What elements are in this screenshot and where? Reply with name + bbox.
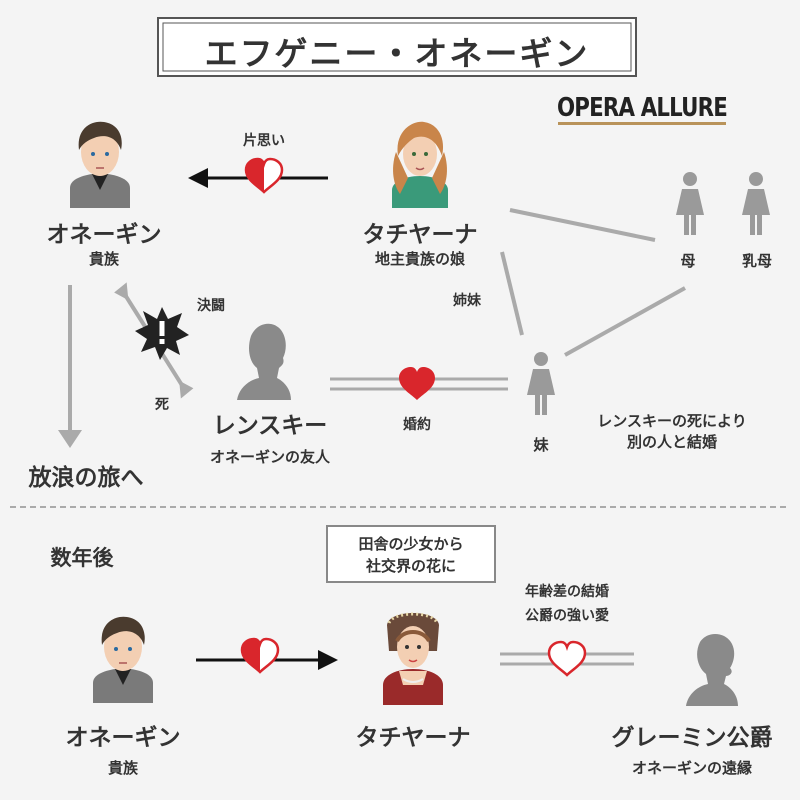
- outline-heart-icon: [547, 640, 587, 677]
- label-engaged: 婚約: [403, 417, 431, 433]
- onegin-avatar-bottom: [93, 616, 153, 703]
- sister-fate-line2: 別の人と結婚: [626, 433, 718, 451]
- onegin-name-bottom: オネーギン: [65, 725, 181, 751]
- onegin-role-bottom: 貴族: [107, 759, 139, 777]
- exile-arrow: [58, 285, 82, 448]
- half-heart-icon: [246, 159, 282, 192]
- lensky-role: オネーギンの友人: [209, 448, 331, 466]
- love-arrow: [196, 639, 338, 672]
- years-later-label: 数年後: [50, 546, 114, 570]
- mother-label: 母: [680, 252, 696, 270]
- tatiana-avatar-top: [392, 121, 448, 208]
- title-frame: [157, 17, 637, 77]
- label-siblings: 姉妹: [453, 293, 481, 309]
- tatiana-name-top: タチヤーナ: [362, 222, 478, 248]
- transform-line1: 田舎の少女から: [358, 535, 464, 553]
- gremin-silhouette: [686, 633, 738, 706]
- exile-label: 放浪の旅へ: [28, 465, 144, 491]
- duel-burst-icon: [135, 307, 189, 360]
- onegin-role-top: 貴族: [88, 250, 120, 268]
- label-unrequited: 片思い: [243, 133, 285, 149]
- sister-fate-line1: レンスキーの死により: [597, 412, 747, 430]
- lensky-name: レンスキー: [212, 413, 328, 439]
- marriage-line1: 年齢差の結婚: [525, 584, 609, 600]
- transform-line2: 社交界の花に: [365, 557, 457, 575]
- tatiana-avatar-bottom: [383, 612, 443, 705]
- unrequited-arrow: [188, 159, 328, 192]
- sister-label: 妹: [533, 436, 549, 454]
- onegin-name-top: オネーギン: [46, 222, 162, 248]
- tatiana-role-top: 地主貴族の娘: [374, 250, 466, 268]
- gremin-role: オネーギンの遠縁: [631, 759, 753, 777]
- nurse-icon: [742, 172, 770, 235]
- tatiana-name-bottom: タチヤーナ: [355, 725, 471, 751]
- label-duel: 決闘: [197, 298, 225, 314]
- page-title: エフゲニー・オネーギン: [204, 34, 590, 73]
- mother-icon: [676, 172, 704, 235]
- lensky-silhouette: [237, 323, 291, 400]
- label-death: 死: [155, 397, 169, 413]
- half-heart-icon-bottom: [242, 639, 278, 672]
- sister-icon: [527, 352, 555, 415]
- brand-logo: OPERA ALLURE: [556, 93, 728, 123]
- engagement-heart-icon: [399, 367, 435, 400]
- logo-underline: [558, 122, 726, 125]
- transform-box: [326, 525, 496, 583]
- nurse-label: 乳母: [741, 252, 773, 270]
- family-lines: [500, 208, 686, 357]
- gremin-name: グレーミン公爵: [611, 725, 773, 751]
- marriage-line2: 公爵の強い愛: [525, 608, 609, 624]
- onegin-avatar-top: [70, 121, 130, 208]
